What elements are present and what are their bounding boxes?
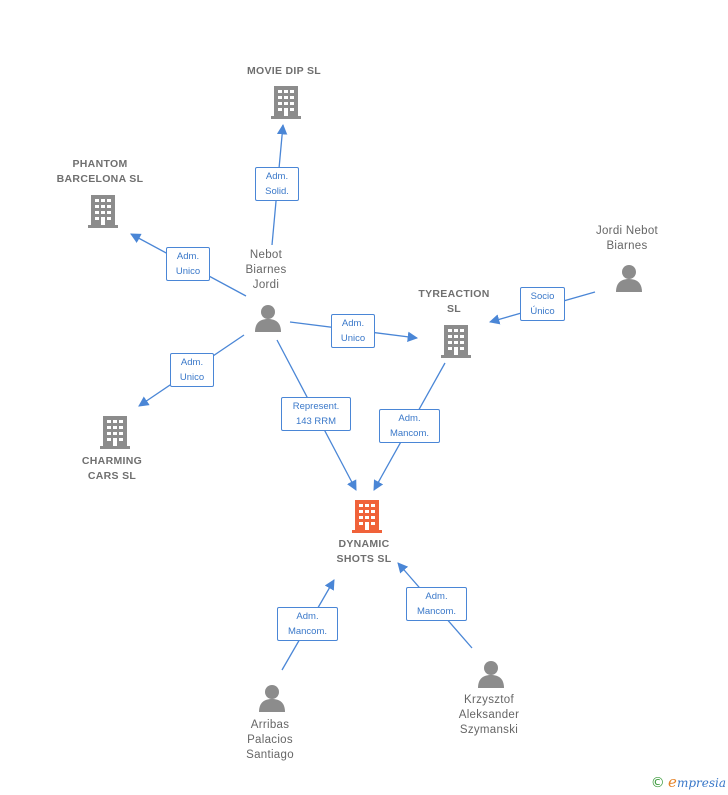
node-jordi-nebot-biarnes[interactable]: Jordi Nebot Biarnes [595, 225, 659, 252]
node-krzysztof-szymanski[interactable]: Krzysztof Aleksander Szymanski [458, 694, 520, 736]
node-movie-dip[interactable]: MOVIE DIP SL [246, 65, 321, 77]
building-icon[interactable] [441, 325, 471, 358]
building-icon[interactable] [100, 416, 130, 449]
building-icon[interactable] [271, 86, 301, 119]
edge-label-charming: Adm. Unico [170, 353, 214, 387]
brand-e: e [668, 773, 677, 791]
person-icon[interactable] [259, 685, 285, 712]
edge-label-tyreaction-dynamic: Adm. Mancom. [379, 409, 440, 443]
edge-label-movie-dip: Adm. Solid. [255, 167, 299, 201]
node-phantom-barcelona[interactable]: PHANTOM BARCELONA SL [56, 158, 144, 185]
brand-name: mpresia [676, 776, 726, 790]
empresia-logo[interactable]: © empresia [651, 773, 726, 791]
node-charming-cars[interactable]: CHARMING CARS SL [81, 455, 143, 482]
edge-label-represent: Represent. 143 RRM [281, 397, 351, 431]
edge-label-arribas: Adm. Mancom. [277, 607, 338, 641]
person-icon[interactable] [616, 265, 642, 292]
node-nebot-biarnes-jordi[interactable]: Nebot Biarnes Jordi [245, 249, 287, 291]
building-icon[interactable] [352, 500, 382, 533]
node-arribas-palacios-santiago[interactable]: Arribas Palacios Santiago [246, 719, 294, 761]
person-icon[interactable] [478, 661, 504, 688]
building-icon[interactable] [88, 195, 118, 228]
edge-label-krzysztof: Adm. Mancom. [406, 587, 467, 621]
edge-label-phantom: Adm. Unico [166, 247, 210, 281]
copyright-symbol: © [650, 775, 665, 791]
edge-label-socio-unico: Socio Único [520, 287, 565, 321]
edge-label-nebot-tyreaction: Adm. Unico [331, 314, 375, 348]
person-icon[interactable] [255, 305, 281, 332]
node-tyreaction[interactable]: TYREACTION SL [418, 288, 490, 315]
node-dynamic-shots[interactable]: DYNAMIC SHOTS SL [336, 538, 392, 565]
